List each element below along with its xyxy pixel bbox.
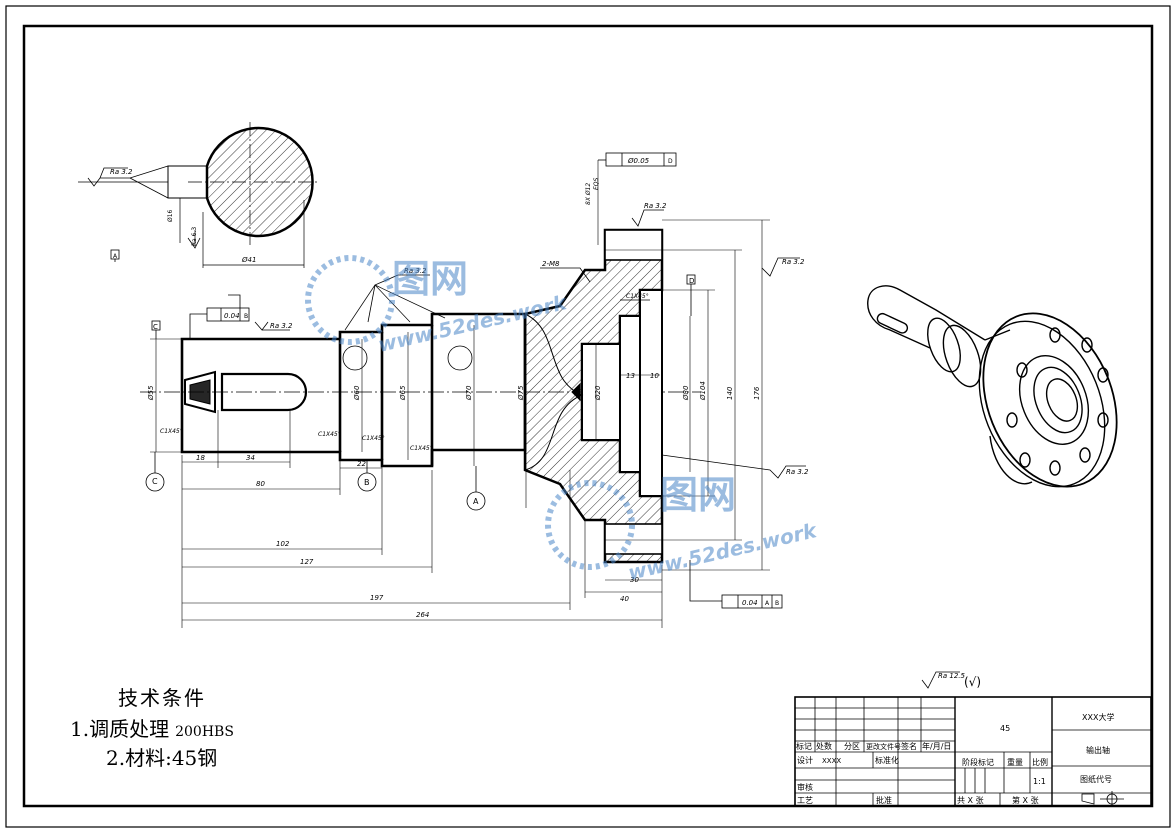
runout-tol-left: 0.04 [224, 312, 240, 320]
dim-75: Ø75 [517, 385, 525, 401]
dim-197: 197 [370, 594, 384, 602]
tb-sheet: 第 X 张 [1012, 795, 1039, 805]
dim-102: 102 [276, 540, 290, 548]
watermark-brand-2: 图网 [660, 473, 736, 517]
position-tol: Ø0.05 [627, 157, 650, 165]
tb-drawing-no: 图纸代号 [1080, 774, 1112, 784]
notes-title: 技术条件 [118, 686, 206, 710]
chamfer-mid: C1X45° [318, 431, 341, 438]
tb-h-date: 年/月/日 [922, 741, 951, 751]
dimension-labels: 18 34 80 22 102 127 197 264 40 30 13 10 … [147, 157, 966, 680]
dim-55: Ø55 [147, 385, 155, 401]
datum-d-box: D [689, 277, 694, 285]
shaft-main-view [140, 152, 960, 689]
tb-weight: 重量 [1007, 757, 1023, 767]
ra-label-key: Ra 3.2 [110, 168, 133, 176]
dim-10: 10 [650, 372, 659, 380]
datum-labels: C B A C D B A B D (√) [152, 158, 981, 689]
outer-border [5, 5, 1171, 828]
gdt-b-left: B [244, 313, 248, 320]
dim-40: 40 [620, 595, 629, 603]
tb-stage: 阶段标记 [962, 757, 994, 767]
dim-127: 127 [300, 558, 314, 566]
chamfer-left: C1X45° [160, 428, 183, 435]
tb-h-doc: 更改文件号 [866, 742, 901, 751]
tb-h-count: 处数 [816, 741, 832, 751]
tb-scale-label: 比例 [1032, 757, 1048, 767]
datum-c-circle: C [152, 477, 158, 486]
dim-22: 22 [357, 460, 366, 468]
notes-item-2: 2.材料:45钢 [106, 746, 218, 770]
chamfer-mid2: C1X45° [362, 435, 385, 442]
chamfer-flange: C1X45° [626, 293, 649, 300]
ra32-right-bottom: Ra 3.2 [786, 468, 809, 476]
datum-b-circle: B [364, 478, 370, 487]
dim-70: Ø70 [465, 385, 473, 401]
dim-65: Ø65 [399, 385, 407, 401]
dim-140: 140 [726, 386, 734, 400]
tb-approve: 批准 [876, 795, 892, 805]
bolt-label: 2-M8 [542, 260, 560, 268]
dim-104: Ø104 [699, 381, 707, 401]
notes-item-1-value: 200HBS [175, 724, 234, 740]
ra32-shaft: Ra 3.2 [404, 267, 427, 275]
ra32-flange-top: Ra 3.2 [644, 202, 667, 210]
dim-13: 13 [626, 372, 635, 380]
title-block [794, 696, 1152, 807]
holes-label: 8X Ø12 [585, 183, 592, 205]
general-roughness: Ra 12.5 [938, 672, 966, 680]
dim-60: Ø60 [353, 385, 361, 401]
tb-h-zone: 分区 [844, 742, 860, 751]
tb-std: 标准化 [875, 755, 899, 765]
dim-80: 80 [256, 480, 265, 488]
tb-part-name: 输出轴 [1086, 745, 1110, 755]
tb-design: 设计 [797, 755, 813, 765]
datum-a-circle: A [473, 497, 479, 506]
dia41-label: Ø41 [241, 256, 256, 264]
gdt-b-right: B [775, 600, 779, 607]
tb-h-sign: 签名 [901, 741, 917, 751]
tb-review: 审核 [797, 782, 813, 792]
ra32-left: Ra 3.2 [270, 322, 293, 330]
keyway-section-view [78, 122, 318, 268]
dim-18: 18 [196, 454, 205, 462]
tb-design-name: XXXX [822, 757, 841, 765]
chamfer-mid3: C1X45° [410, 445, 433, 452]
gdt-a-right: A [765, 600, 770, 607]
notes-item-1-text: 1.调质处理 [70, 717, 170, 741]
ra32-right-top: Ra 3.2 [782, 258, 805, 266]
tb-process: 工艺 [797, 796, 813, 805]
isometric-view [867, 285, 1118, 488]
title-block-text: 45 XXX大学 输出轴 图纸代号 1:1 标记 处数 分区 更改文件号 签名 … [796, 712, 1114, 805]
datum-c-box: C [153, 323, 158, 331]
general-roughness-paren: (√) [964, 675, 981, 689]
dim-80h: Ø80 [682, 385, 690, 401]
ra63-label: Ra 6.3 [191, 227, 198, 246]
tb-material: 45 [1000, 724, 1010, 733]
tb-h-mark: 标记 [796, 741, 812, 751]
holes-depth-label: EQS [593, 177, 600, 190]
dim-34: 34 [246, 454, 255, 462]
dim-176: 176 [753, 386, 761, 400]
tb-school: XXX大学 [1082, 712, 1114, 722]
gdt-d-top: D [668, 158, 673, 165]
tb-scale: 1:1 [1033, 777, 1046, 786]
dim-264: 264 [416, 611, 429, 619]
dim-30: 30 [630, 576, 639, 584]
inner-border [22, 24, 1154, 808]
watermark-brand-1: 图网 [392, 257, 468, 301]
datum-a-small: A [113, 253, 118, 260]
notes-item-1: 1.调质处理 200HBS [70, 713, 234, 742]
tb-total: 共 X 张 [957, 796, 984, 805]
runout-tol-right: 0.04 [742, 599, 758, 607]
key-dim-label: Ø16 [167, 209, 174, 222]
dim-20: Ø20 [594, 385, 602, 401]
